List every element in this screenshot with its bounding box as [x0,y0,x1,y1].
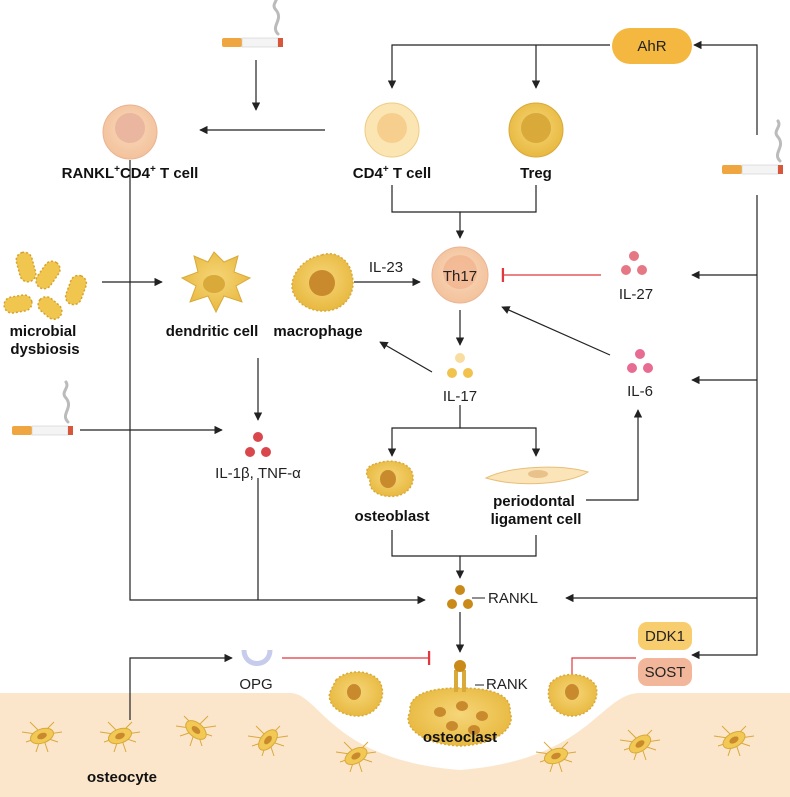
osteocyte-label: osteocyte [87,769,157,786]
rankl-cd4-t-cell-label: RANKL+CD4+ T cell [62,164,199,182]
cigarette-icon [722,119,783,175]
ahr-label: AhR [637,38,666,55]
il17-molecules-icon [447,353,473,378]
bacteria-icon [3,251,88,320]
sost-label: SOST [645,664,686,681]
il17-label: IL-17 [443,388,477,405]
il1b-tnf-molecules-icon [245,432,271,457]
cigarette-icon [222,0,283,48]
rank-label: RANK [486,676,528,693]
ahr-badge [612,28,692,64]
rankl-molecules-icon [447,585,473,609]
il27-label: IL-27 [619,286,653,303]
ddk1-label: DDK1 [645,628,685,645]
microbial-dysbiosis-label: microbial dysbiosis [10,323,81,358]
osteocyte-icon [21,715,755,773]
periodontal-ligament-cell-label: periodontal ligament cell [491,493,582,528]
macrophage-icon [291,253,354,312]
il6-molecules-icon [627,349,653,373]
opg-icon [241,649,273,666]
osteoclast-icon [328,671,384,717]
sost-badge [638,658,692,686]
il23-label: IL-23 [369,259,403,276]
cd4-t-cell-icon [364,102,420,158]
th17-cell-icon [431,246,489,304]
macrophage-label: macrophage [273,323,362,340]
osteoclast-icon [407,687,512,747]
il27-molecules-icon [621,251,647,275]
treg-cell-icon [508,102,564,158]
ddk1-badge [638,622,692,650]
rank-receptor-icon [454,660,466,692]
bone-surface [0,693,790,797]
il6-label: IL-6 [627,383,653,400]
dendritic-cell-icon [180,251,252,314]
rankl-cd4-t-cell-icon [102,104,158,160]
th17-label: Th17 [443,268,477,285]
osteoblast-label: osteoblast [354,508,429,525]
rankl-label: RANKL [488,590,538,607]
arrows [80,40,758,720]
fibroblast-icon [484,466,590,485]
osteoclast-icon [547,673,598,717]
osteoblast-icon [365,460,414,498]
cd4-t-cell-label: CD4+ T cell [353,164,431,182]
treg-label: Treg [520,165,552,182]
opg-label: OPG [239,676,272,693]
il1b-tnf-label: IL-1β, TNF-α [215,465,301,482]
cigarette-icon [12,380,73,436]
osteoclast-label: osteoclast [423,729,497,746]
dendritic-cell-label: dendritic cell [166,323,259,340]
